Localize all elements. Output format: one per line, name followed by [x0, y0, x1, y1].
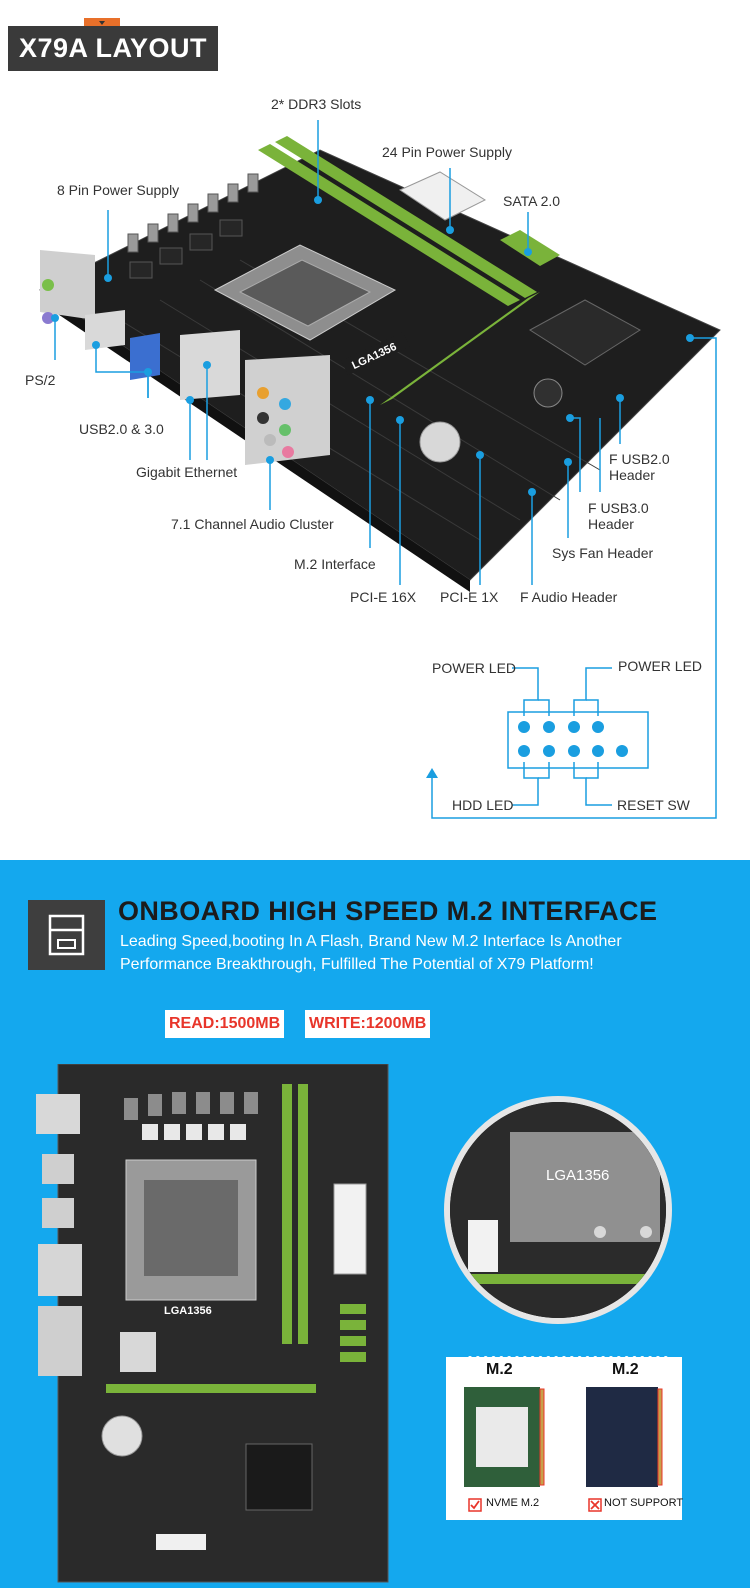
cmp-left-caption: NVME M.2	[486, 1497, 540, 1509]
layout-section: X79A LAYOUT	[8, 18, 721, 819]
label-f-usb2-header: F USB2.0 Header	[609, 451, 670, 483]
label-pcie-1x: PCI-E 1X	[440, 589, 499, 605]
title-background	[8, 26, 218, 71]
label-audio-cluster: 7.1 Channel Audio Cluster	[171, 516, 334, 532]
label-ps2: PS/2	[25, 372, 56, 388]
label-pcie-16x: PCI-E 16X	[350, 589, 417, 605]
m2-desc-line2: Performance Breakthrough, Fulfilled The …	[120, 956, 594, 973]
label-power-led-right: POWER LED	[618, 658, 703, 674]
label-power-led-left: POWER LED	[432, 660, 517, 676]
m2-compatibility-card: M.2 M.2 NVME M.2 NOT SUPPORT	[446, 1357, 684, 1520]
cmp-left-title: M.2	[486, 1361, 513, 1378]
motherboard-illustration: LGA1356	[39, 120, 721, 819]
label-24pin-power: 24 Pin Power Supply	[382, 144, 512, 160]
cmp-right-caption: NOT SUPPORT	[604, 1497, 684, 1509]
front-panel-diagram	[507, 667, 649, 806]
m2-section: ONBOARD HIGH SPEED M.2 INTERFACE Leading…	[0, 860, 750, 1588]
label-f-usb3-line1: F USB3.0	[588, 500, 649, 516]
board-top-socket-label: LGA1356	[164, 1305, 212, 1317]
write-speed-badge: WRITE:1200MB	[305, 1010, 431, 1038]
label-f-usb2-line2: Header	[609, 467, 655, 483]
cross-box-icon	[588, 1498, 602, 1512]
m2-zoom-detail: LGA1356	[444, 1096, 672, 1324]
check-box-icon	[468, 1498, 482, 1512]
label-reset-sw: RESET SW	[617, 797, 690, 813]
floppy-disk-icon	[28, 900, 105, 970]
zoom-socket-label: LGA1356	[546, 1167, 609, 1184]
m2-desc-line1: Leading Speed,booting In A Flash, Brand …	[120, 933, 622, 950]
label-sata: SATA 2.0	[503, 193, 561, 209]
label-f-usb3-header: F USB3.0 Header	[588, 500, 649, 532]
layout-title: X79A LAYOUT	[18, 33, 208, 63]
m2-description: Leading Speed,booting In A Flash, Brand …	[120, 930, 622, 976]
label-f-audio-header: F Audio Header	[520, 589, 618, 605]
board-top-view: LGA1356	[36, 1063, 390, 1584]
m2-heading: ONBOARD HIGH SPEED M.2 INTERFACE	[118, 896, 658, 926]
read-speed-badge: READ:1500MB	[165, 1010, 285, 1038]
label-sys-fan-header: Sys Fan Header	[552, 545, 654, 561]
label-hdd-led: HDD LED	[452, 797, 514, 813]
label-f-usb2-line1: F USB2.0	[609, 451, 670, 467]
label-m2-interface: M.2 Interface	[294, 556, 376, 572]
label-ethernet: Gigabit Ethernet	[136, 464, 238, 480]
label-ddr3-slots: 2* DDR3 Slots	[271, 96, 362, 112]
cmp-right-title: M.2	[612, 1361, 639, 1378]
label-usb: USB2.0 & 3.0	[79, 421, 164, 437]
label-8pin-power: 8 Pin Power Supply	[57, 182, 180, 198]
label-f-usb3-line2: Header	[588, 516, 634, 532]
